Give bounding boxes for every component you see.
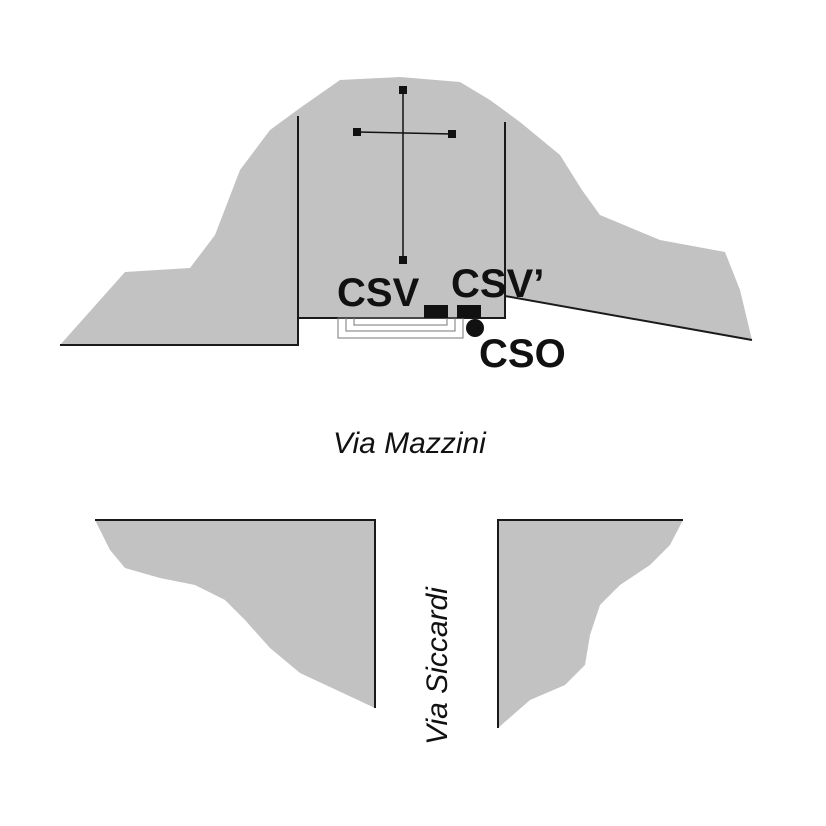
cso-sensor-marker — [466, 319, 484, 337]
building-edge-line — [60, 295, 753, 346]
entrance-steps — [337, 317, 464, 339]
cso-label: CSO — [479, 332, 566, 376]
csv-prime-label: CSV’ — [451, 262, 544, 306]
upper-building-block — [60, 77, 752, 345]
lower-left-building-block — [95, 520, 375, 708]
cross-symbol — [353, 86, 456, 264]
street-label-via-siccardi: Via Siccardi — [421, 586, 454, 745]
lower-right-building-edge — [497, 519, 683, 728]
csv-label: CSV — [337, 271, 420, 315]
lower-right-building-block — [498, 520, 683, 728]
csv-sensor-marker — [424, 305, 448, 318]
csv-prime-sensor-marker — [457, 305, 481, 318]
lower-left-building-edge — [95, 519, 376, 708]
street-label-via-mazzini: Via Mazzini — [333, 427, 487, 460]
